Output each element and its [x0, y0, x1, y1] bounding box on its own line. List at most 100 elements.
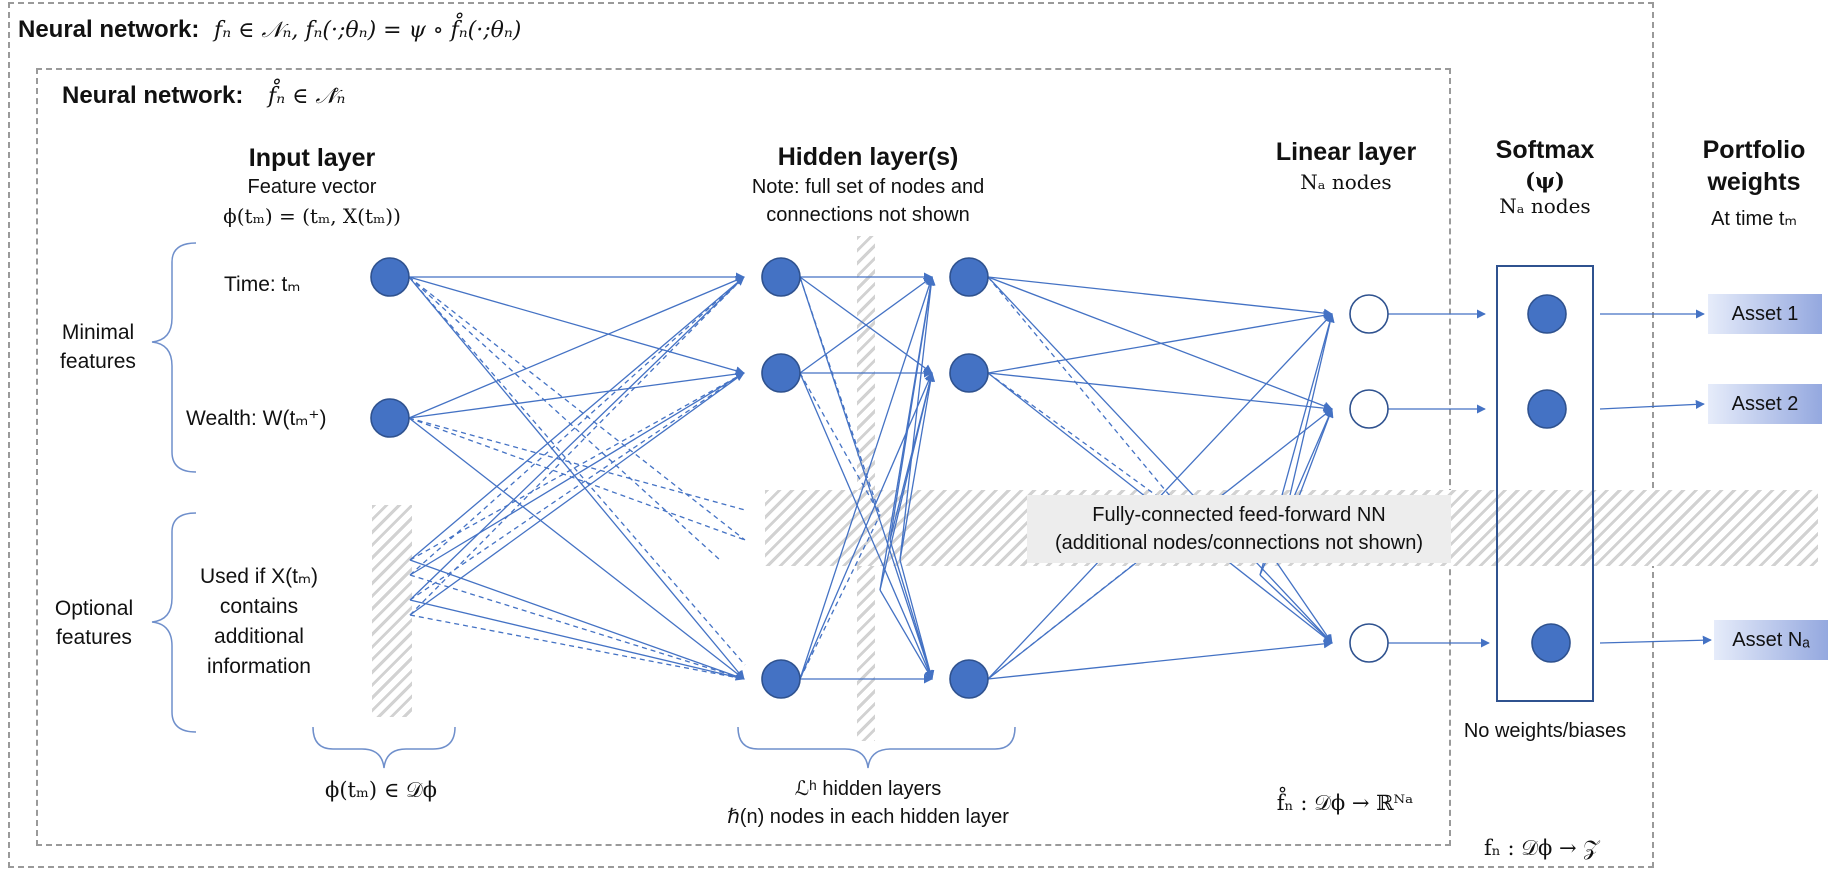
outer-title-formula: fₙ ∈ 𝒩ₙ, fₙ(·;θₙ) = ψ ∘ f̊ₙ(·;θₙ) — [214, 18, 522, 43]
optional-input-edge — [409, 276, 745, 561]
hidden-layers-note-1: Note: full set of nodes and — [751, 176, 985, 198]
inner-title-formula: f̊ₙ ∈ 𝒩̊ₙ — [268, 84, 346, 109]
optional-features-line-1: Optional — [54, 597, 134, 620]
omitted-to-hidden-edge — [879, 589, 933, 680]
optional-note-line-2: contains — [219, 595, 299, 618]
optional-input-edge — [409, 372, 745, 576]
hidden1-node-2 — [761, 353, 801, 393]
portfolio-at-time: At time tₘ — [1711, 208, 1797, 230]
asset-1-box: Asset 1 — [1708, 294, 1822, 334]
hidden2-node-2 — [949, 353, 989, 393]
fc-note-line-1: Fully-connected feed-forward NN — [1092, 504, 1386, 526]
input-to-omitted-edge — [408, 276, 721, 561]
input-to-omitted-edge — [408, 276, 746, 541]
optional-input-edge — [409, 574, 745, 680]
hidden-layers-count: ℒʰ hidden layers — [794, 778, 942, 800]
time-feature-label: Time: tₘ — [224, 273, 301, 296]
omitted-to-hidden-edge — [899, 276, 936, 561]
minimal-features-brace — [151, 242, 197, 473]
input-layer-sub2: ϕ(tₘ) = (tₘ, X(tₘ)) — [223, 204, 401, 228]
optional-inputs-note: Used if X(tₘ) contains additional inform… — [200, 562, 318, 682]
outer-network-title: Neural network: fₙ ∈ 𝒩ₙ, fₙ(·;θₙ) = ψ ∘ … — [18, 16, 521, 44]
inner-network-title: Neural network: f̊ₙ ∈ 𝒩̊ₙ — [62, 82, 345, 110]
input-node-time — [370, 257, 410, 297]
optional-features-brace — [151, 512, 197, 733]
hidden2-node-1 — [949, 257, 989, 297]
outer-title-label: Neural network: — [18, 16, 200, 43]
softmax-symbol: (ψ) — [1525, 168, 1565, 193]
hidden-layer-separator-hatch — [857, 236, 875, 741]
optional-note-line-1: Used if X(tₘ) — [199, 565, 319, 588]
softmax-heading: Softmax — [1495, 136, 1595, 164]
optional-input-edge — [409, 599, 745, 680]
asset-1-label: Asset 1 — [1731, 303, 1799, 325]
omitted-to-hidden-edge — [889, 276, 936, 541]
hidden-to-linear-edge — [987, 639, 1333, 680]
wealth-feature-label: Wealth: W(tₘ⁺) — [186, 407, 327, 430]
linear-layer-mapping: f̊ₙ : 𝒟ϕ → ℝᴺᵃ — [1276, 791, 1414, 815]
optional-input-hatch — [372, 505, 412, 717]
optional-input-edge — [409, 372, 745, 616]
inner-network-frame — [36, 68, 1451, 846]
portfolio-heading-2: weights — [1707, 168, 1801, 196]
input-to-hidden-edge — [408, 275, 745, 419]
minimal-features-line-2: features — [60, 350, 136, 373]
hidden1-node-3 — [761, 659, 801, 699]
hidden-to-linear-edge — [987, 276, 1333, 644]
portfolio-heading-1: Portfolio — [1702, 136, 1806, 164]
softmax-box — [1496, 265, 1594, 702]
hidden-to-linear-edge — [987, 276, 1333, 318]
hidden-to-omitted-edge — [799, 276, 881, 516]
input-to-hidden-edge — [408, 276, 745, 680]
softmax-nodes: Nₐ nodes — [1499, 194, 1591, 218]
hidden-to-omitted-edge — [987, 519, 1191, 680]
softmax-node-1 — [1527, 294, 1567, 334]
omitted-to-linear-edge — [1259, 574, 1333, 644]
optional-note-line-3: additional — [214, 625, 304, 648]
linear-node-2 — [1349, 389, 1389, 429]
input-domain-brace — [312, 726, 456, 769]
hidden1-node-1 — [761, 257, 801, 297]
hidden-layers-note-2: connections not shown — [766, 204, 970, 226]
softmax-to-asset-edge — [1599, 635, 1712, 645]
linear-node-1 — [1349, 294, 1389, 334]
hidden-to-linear-edge — [987, 310, 1333, 374]
input-to-omitted-edge — [408, 417, 746, 511]
omitted-to-hidden-edge — [889, 372, 935, 541]
omitted-to-hidden-edge — [899, 372, 936, 561]
outer-network-frame — [8, 2, 1654, 868]
input-to-hidden-edge — [408, 369, 745, 419]
hidden-to-omitted-edge — [799, 514, 881, 680]
optional-note-line-4: information — [207, 655, 311, 678]
hidden-layers-brace — [737, 726, 1016, 769]
optional-input-edge — [409, 276, 745, 616]
softmax-node-2 — [1527, 389, 1567, 429]
minimal-features-line-1: Minimal — [61, 321, 135, 344]
outer-mapping: fₙ : 𝒟ϕ → 𝒵 — [1484, 836, 1600, 860]
optional-input-edge — [409, 276, 745, 576]
softmax-node-3 — [1531, 623, 1571, 663]
input-layer-heading: Input layer — [248, 144, 376, 172]
input-to-hidden-edge — [408, 276, 745, 376]
optional-input-edge — [409, 372, 745, 601]
hidden-to-omitted-edge — [799, 372, 881, 516]
optional-input-edge — [409, 372, 745, 561]
asset-2-box: Asset 2 — [1708, 384, 1822, 424]
input-layer-sub1: Feature vector — [247, 176, 377, 198]
softmax-note: No weights/biases — [1463, 720, 1627, 742]
linear-layer-heading: Linear layer — [1275, 138, 1417, 166]
linear-layer-nodes: Nₐ nodes — [1300, 170, 1392, 194]
hidden-to-hidden-edge — [799, 276, 934, 680]
input-to-hidden-edge — [408, 417, 745, 680]
optional-features-line-2: features — [56, 626, 132, 649]
optional-input-edge — [409, 559, 745, 681]
hidden-to-hidden-edge — [799, 372, 933, 680]
softmax-to-asset-edge — [1599, 399, 1705, 410]
hidden-to-linear-edge — [987, 372, 1333, 413]
optional-input-edge — [409, 614, 745, 680]
asset-na-box: Asset Nₐ — [1714, 620, 1828, 660]
hidden-to-hidden-edge — [799, 276, 933, 374]
optional-features-label: Optional features — [55, 594, 133, 652]
optional-input-edge — [409, 276, 745, 601]
